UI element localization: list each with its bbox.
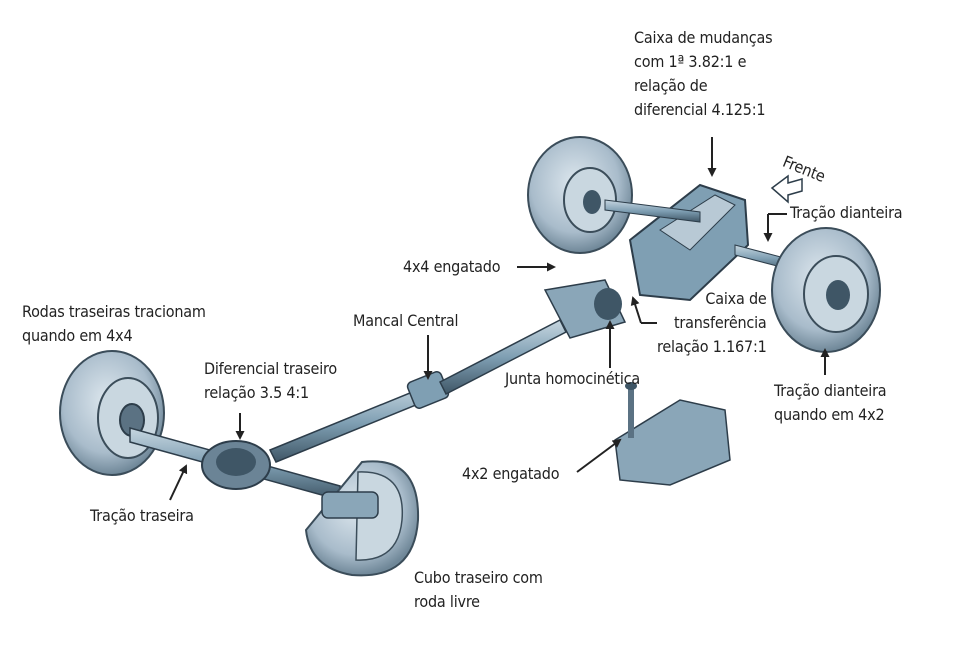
gearbox-label-line-2: com 1ª 3.82:1 e <box>634 52 747 71</box>
rear-driveshaft <box>268 318 568 463</box>
rear-drive-label: Tração traseira <box>90 506 194 525</box>
rear-hub-label-line-1: Cubo traseiro com <box>414 568 543 587</box>
rear-hub-wheel <box>304 460 420 577</box>
rear-wheels-label-line-2: quando em 4x4 <box>22 326 133 345</box>
front-direction-arrow <box>770 174 803 204</box>
engaged-4x2-label: 4x2 engatado <box>462 464 560 483</box>
gearbox-label-line-3: relação de <box>634 76 708 95</box>
front-left-wheel <box>527 136 701 254</box>
rear-diff-label-line-1: Diferencial traseiro <box>204 359 337 378</box>
transfer-case-label-line-1: Caixa de <box>705 289 767 308</box>
gearbox-label: Caixa de mudanças com 1ª 3.82:1 e relaçã… <box>634 26 773 122</box>
cv-joint-label: Junta homocinética <box>505 369 640 388</box>
front-drive-4x2-label-line-2: quando em 4x2 <box>774 405 885 424</box>
front-drive-label: Tração dianteira <box>790 203 903 222</box>
transfer-case-label-line-2: transferência <box>673 313 767 332</box>
gearbox-label-line-1: Caixa de mudanças <box>634 28 773 47</box>
rear-hub-label: Cubo traseiro com roda livre <box>414 566 543 614</box>
rear-wheels-label: Rodas traseiras tracionam quando em 4x4 <box>22 300 206 348</box>
inset-4x2-gearbox <box>614 382 731 486</box>
rear-diff-label-line-2: relação 3.5 4:1 <box>204 383 309 402</box>
engaged-4x4-label: 4x4 engatado <box>403 257 501 276</box>
front-right-wheel <box>771 227 881 353</box>
gearbox-label-line-4: diferencial 4.125:1 <box>634 100 766 119</box>
front-drive-4x2-label: Tração dianteira quando em 4x2 <box>774 379 887 427</box>
rear-left-wheel <box>59 350 165 476</box>
center-bearing-label: Mancal Central <box>353 311 459 330</box>
front-drive-4x2-label-line-1: Tração dianteira <box>774 381 887 400</box>
transfer-case <box>543 279 627 339</box>
rear-wheels-label-line-1: Rodas traseiras tracionam <box>22 302 206 321</box>
callout-arrows <box>169 137 830 501</box>
rear-axle <box>129 427 341 501</box>
rear-diff-label: Diferencial traseiro relação 3.5 4:1 <box>204 357 337 405</box>
rear-hub-label-line-2: roda livre <box>414 592 480 611</box>
transfer-case-label-line-3: relação 1.167:1 <box>657 337 767 356</box>
transfer-case-label: Caixa de transferência relação 1.167:1 <box>657 287 767 359</box>
gearbox <box>628 183 750 302</box>
